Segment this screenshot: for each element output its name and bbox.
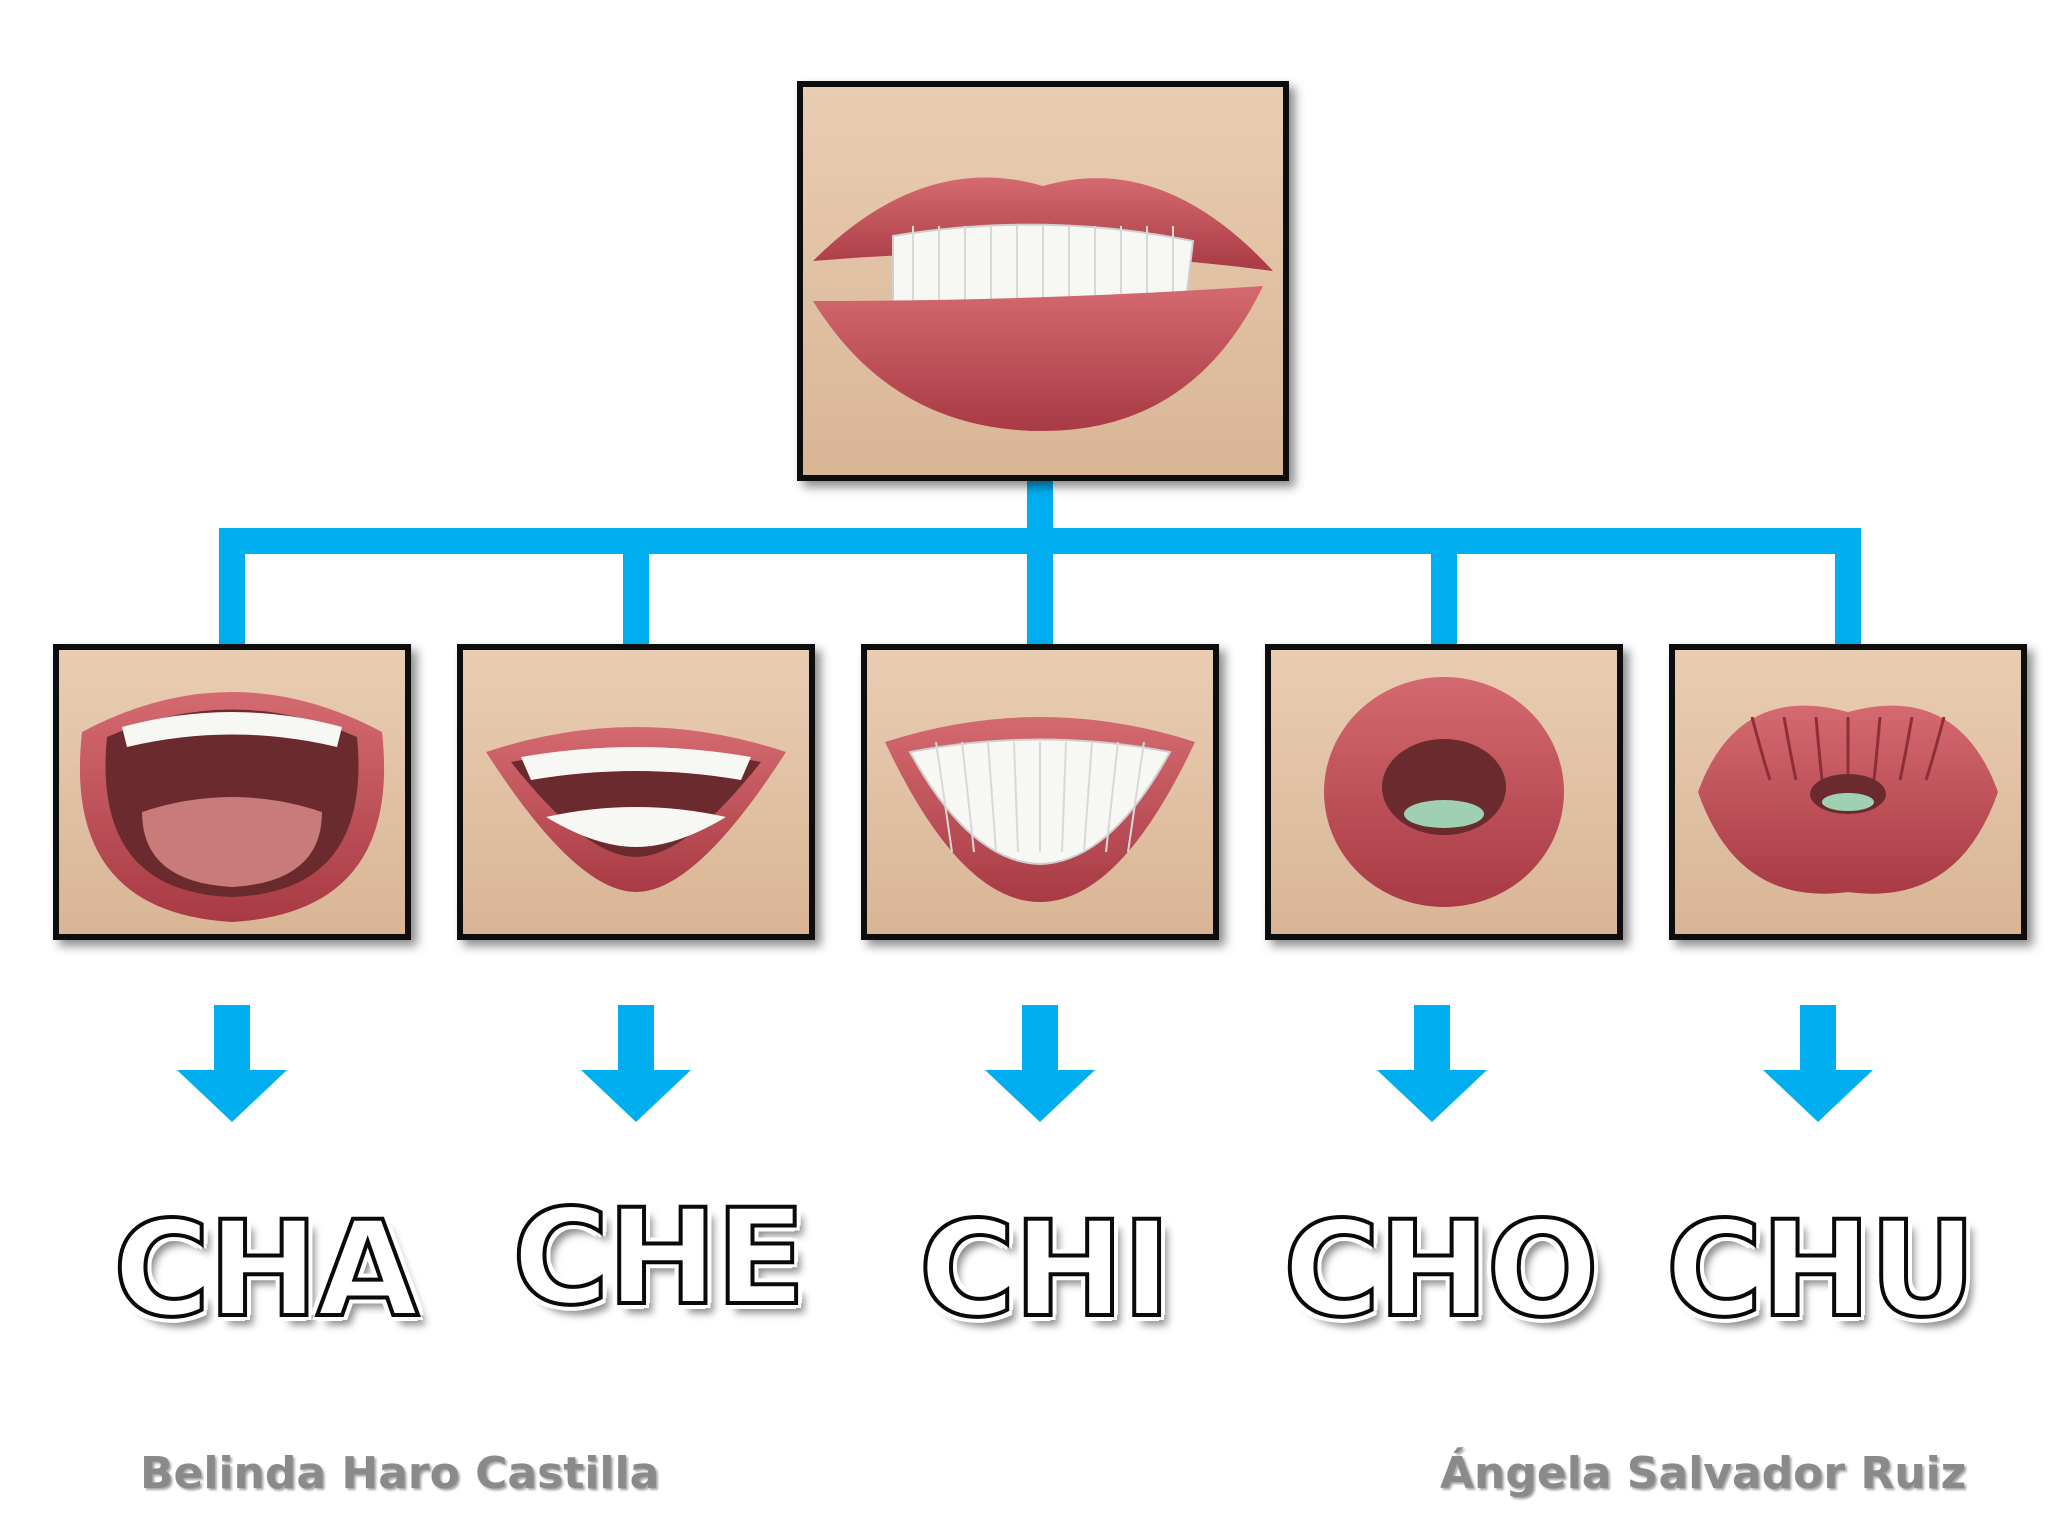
author-right: Ángela Salvador Ruiz xyxy=(1440,1448,1967,1499)
tongue xyxy=(142,797,322,887)
mouth-photo-cha xyxy=(53,644,411,940)
lower-teeth xyxy=(546,807,726,847)
lip-wrinkle xyxy=(1924,716,1946,781)
syllable-label-cho: CHO xyxy=(1260,1190,1620,1350)
tooth-gap xyxy=(961,741,975,853)
syllable-label-cha: CHA xyxy=(85,1190,445,1350)
tooth-gap xyxy=(1061,741,1067,853)
connector-drop-2 xyxy=(1027,528,1053,650)
down-arrow-icon-2 xyxy=(985,1005,1095,1122)
lower-lip xyxy=(813,286,1263,431)
lip-wrinkle xyxy=(1750,716,1772,781)
mouth-photo-chu xyxy=(1669,644,2027,940)
photo-content xyxy=(1271,650,1617,934)
photo-content xyxy=(803,87,1283,475)
tooth-gap xyxy=(987,741,997,853)
mouth-photo-che xyxy=(457,644,815,940)
upper-teeth xyxy=(521,747,751,780)
mouth-teeth-together-photo xyxy=(797,81,1289,481)
down-arrow-icon-0 xyxy=(177,1005,287,1122)
down-arrow-icon-4 xyxy=(1763,1005,1873,1122)
connector-lines xyxy=(219,470,1861,650)
connector-drop-3 xyxy=(1431,528,1457,650)
tooth-gap xyxy=(1013,741,1019,853)
down-arrows xyxy=(177,1005,1873,1122)
lip-wrinkle xyxy=(1814,716,1824,781)
photo-content xyxy=(867,650,1213,934)
author-left: Belinda Haro Castilla xyxy=(140,1448,660,1499)
connector-drop-1 xyxy=(623,528,649,650)
connector-drop-4 xyxy=(1835,528,1861,650)
syllable-label-che: CHE xyxy=(478,1178,838,1338)
tooth-gap xyxy=(1083,741,1093,853)
mouth-cavity xyxy=(511,749,761,857)
lip-wrinkle xyxy=(1898,716,1914,781)
lower-teeth xyxy=(1822,793,1874,811)
photo-frames xyxy=(53,81,2027,940)
photo-content xyxy=(1675,650,2021,934)
mouth-photo-cho xyxy=(1265,644,1623,940)
syllable-label-chu: CHU xyxy=(1640,1190,2000,1350)
lip-wrinkle xyxy=(1872,716,1882,781)
connector-drop-0 xyxy=(219,528,245,650)
mouth-photo-chi xyxy=(861,644,1219,940)
tooth-gap xyxy=(1105,741,1119,853)
down-arrow-icon-1 xyxy=(581,1005,691,1122)
photo-content xyxy=(59,650,405,934)
tooth-gap xyxy=(1127,741,1145,853)
photo-content xyxy=(463,650,809,934)
lower-teeth xyxy=(1404,800,1484,828)
upper-teeth xyxy=(122,712,342,747)
syllable-label-chi: CHI xyxy=(864,1190,1224,1350)
tooth-gap xyxy=(935,741,953,853)
down-arrow-icon-3 xyxy=(1377,1005,1487,1122)
lip-wrinkle xyxy=(1782,716,1798,781)
